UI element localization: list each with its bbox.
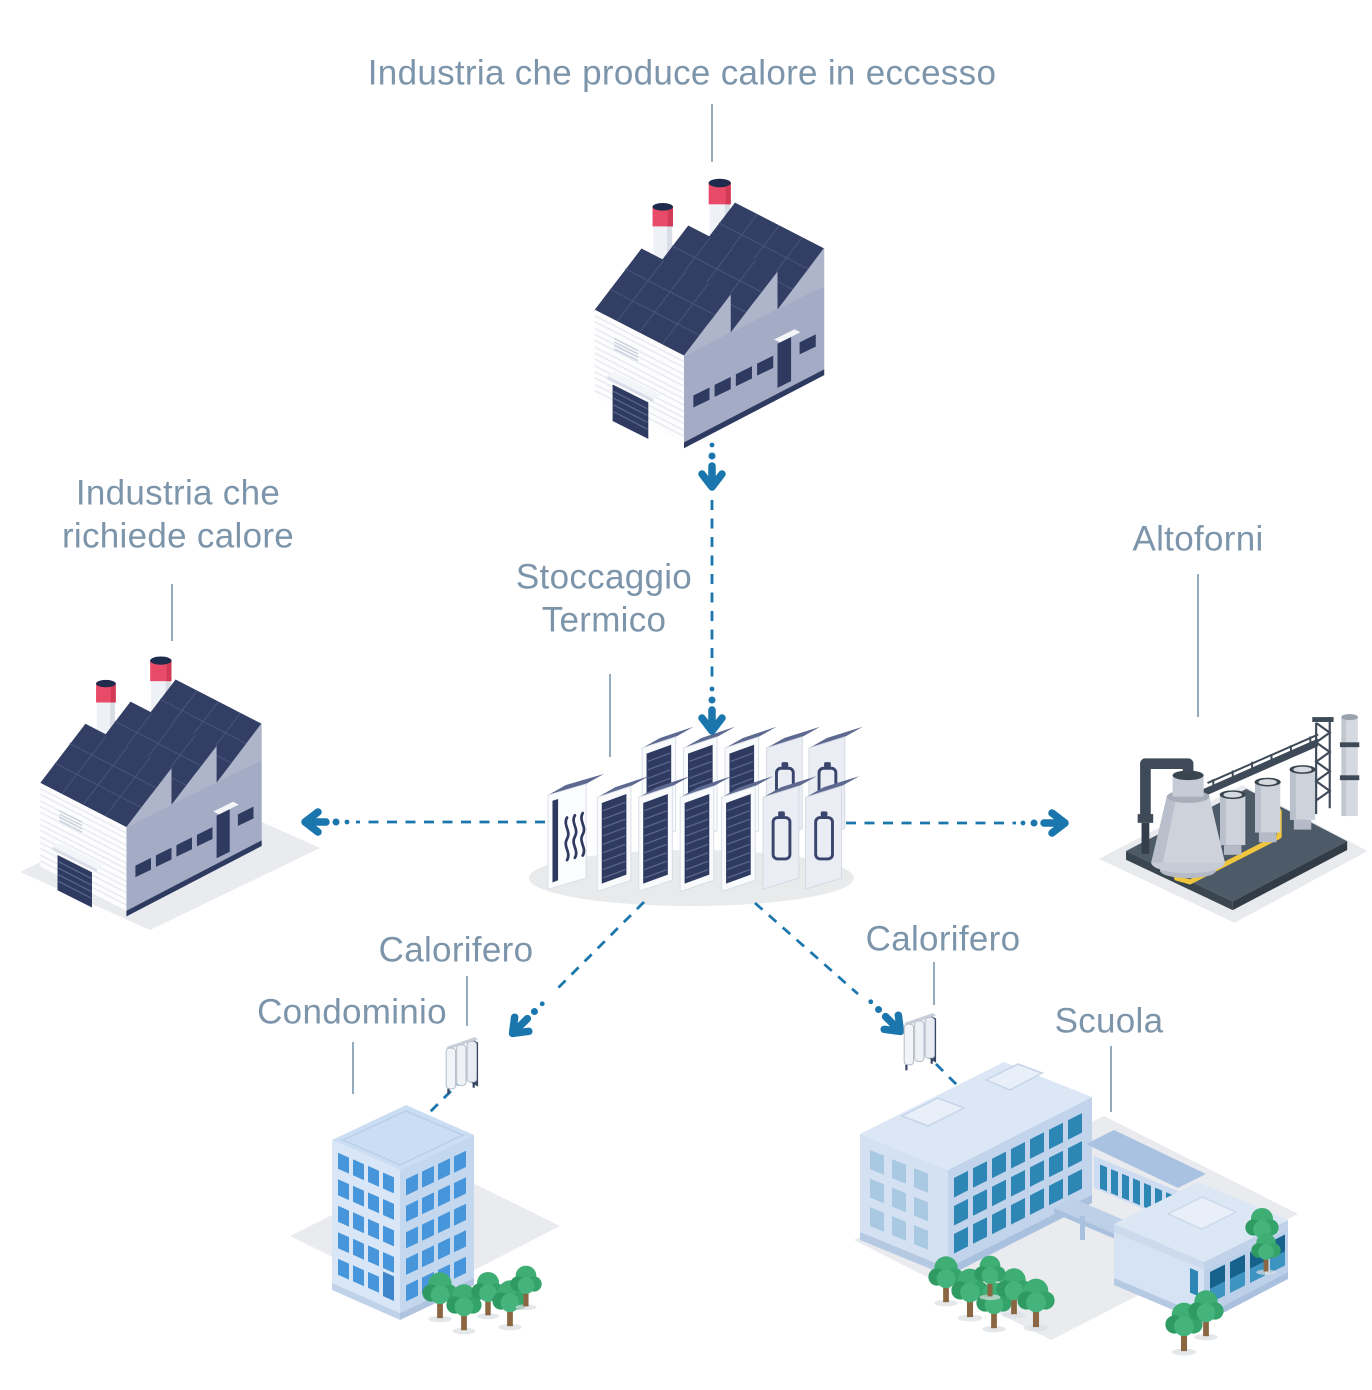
arrow-producer-to-storage <box>702 443 722 731</box>
radiator-right-illustration <box>903 1011 938 1072</box>
thermal-storage-illustration <box>528 725 865 906</box>
label-producer-industry: Industria che produce calore in eccesso <box>367 53 997 93</box>
producer-industry-illustration <box>593 178 826 450</box>
label-radiator-left: Calorifero <box>378 930 534 970</box>
label-thermal-storage: Stoccaggio Termico <box>515 557 693 639</box>
flow-arrows <box>305 443 1065 1125</box>
walkway <box>1203 738 1319 797</box>
corridor-windows <box>1100 1164 1173 1220</box>
skylight <box>984 1063 1044 1091</box>
windows-right-face <box>406 1150 466 1302</box>
furnace-cylinders <box>1219 765 1316 855</box>
plant-chimney <box>1339 713 1360 817</box>
windows-small-top <box>1210 1234 1285 1289</box>
windows-small-bottom <box>1210 1251 1285 1303</box>
arrow-storage-to-blast-furnaces <box>846 813 1065 833</box>
consumer-industry-illustration <box>20 655 320 930</box>
condominium-illustration <box>290 1105 560 1335</box>
radiator-left-illustration <box>445 1035 480 1096</box>
windows-main-left <box>870 1150 928 1250</box>
label-connector-lines <box>171 104 1199 1112</box>
arrow-storage-to-school <box>754 901 967 1095</box>
windows-main-front <box>954 1113 1082 1254</box>
label-condominium: Condominio <box>257 992 447 1032</box>
label-radiator-right: Calorifero <box>865 919 1021 959</box>
label-school: Scuola <box>1054 1001 1164 1041</box>
arrow-storage-to-condominium <box>417 901 645 1125</box>
label-consumer-industry: Industria che richiede calore <box>61 473 295 555</box>
label-blast-furnaces: Altoforni <box>1132 519 1264 559</box>
skylight <box>1166 1196 1238 1230</box>
arrow-storage-to-consumer <box>305 812 545 832</box>
lattice-tower <box>1314 717 1332 815</box>
school-illustration <box>854 1062 1298 1356</box>
blast-furnaces-illustration <box>1098 713 1368 923</box>
blast-furnace-vessel <box>1137 758 1225 879</box>
corridor-roof <box>1086 1130 1206 1188</box>
windows-left-face <box>338 1152 394 1293</box>
entrance-door <box>383 1271 394 1301</box>
skylight <box>900 1097 966 1127</box>
